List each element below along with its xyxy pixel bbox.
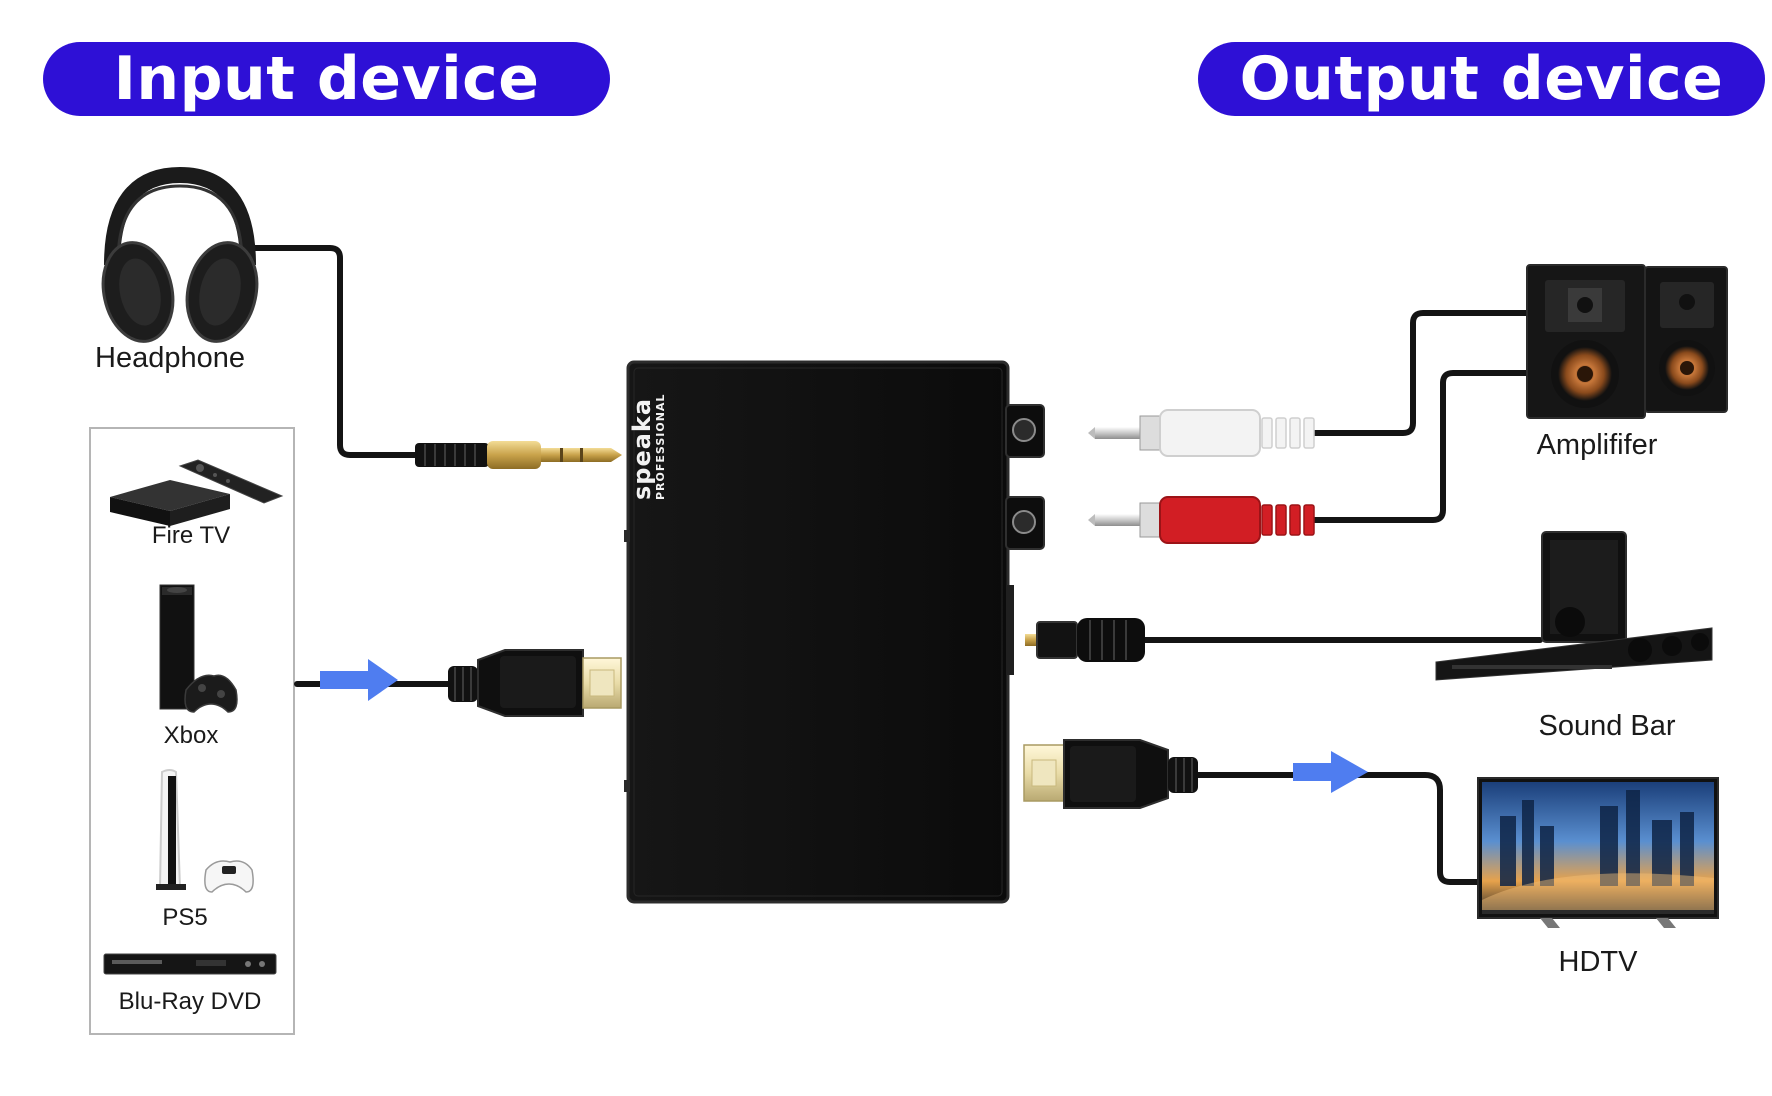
hdtv-image xyxy=(1477,777,1719,928)
hdmi-output-plug xyxy=(1023,739,1198,809)
hdmi-input-plug xyxy=(448,649,622,717)
rca-white-cable xyxy=(1307,310,1533,436)
brand-subtitle: PROFESSIONAL xyxy=(654,393,667,500)
bluray-label: Blu-Ray DVD xyxy=(118,988,262,1015)
headphone-cable xyxy=(247,245,423,458)
optical-plug xyxy=(1025,618,1145,662)
input-devices-panel xyxy=(89,427,295,1035)
device-brand-logo: speaka PROFESSIONAL xyxy=(628,393,667,500)
soundbar-image xyxy=(1435,531,1713,681)
fire-tv-image xyxy=(110,459,284,526)
bluray-player-image xyxy=(103,953,277,975)
amplifier-label: Amplififer xyxy=(1536,429,1658,461)
xbox-label: Xbox xyxy=(163,722,219,749)
input-direction-arrow xyxy=(320,659,398,701)
rca-white-plug xyxy=(1088,409,1315,457)
aux-jack-plug xyxy=(415,441,622,469)
output-direction-arrow xyxy=(1293,751,1368,793)
input-device-header: Input device xyxy=(43,42,610,116)
hdmi-output-cable xyxy=(1192,772,1483,885)
brand-name: speaka xyxy=(628,397,656,500)
output-device-title: Output device xyxy=(1239,44,1724,114)
ps5-label: PS5 xyxy=(162,904,208,931)
amplifier-speakers-image xyxy=(1526,264,1728,419)
headphone-label: Headphone xyxy=(95,342,245,374)
xbox-image xyxy=(159,584,238,713)
headphone-image xyxy=(101,166,259,343)
rca-red-plug xyxy=(1088,496,1315,544)
hdtv-label: HDTV xyxy=(1558,946,1638,978)
soundbar-label: Sound Bar xyxy=(1538,710,1676,742)
ps5-image xyxy=(156,769,254,893)
converter-box xyxy=(624,360,1045,904)
output-device-header: Output device xyxy=(1198,42,1765,116)
fire-tv-label: Fire TV xyxy=(151,522,231,549)
input-device-title: Input device xyxy=(113,44,540,114)
rca-red-cable xyxy=(1307,370,1533,523)
